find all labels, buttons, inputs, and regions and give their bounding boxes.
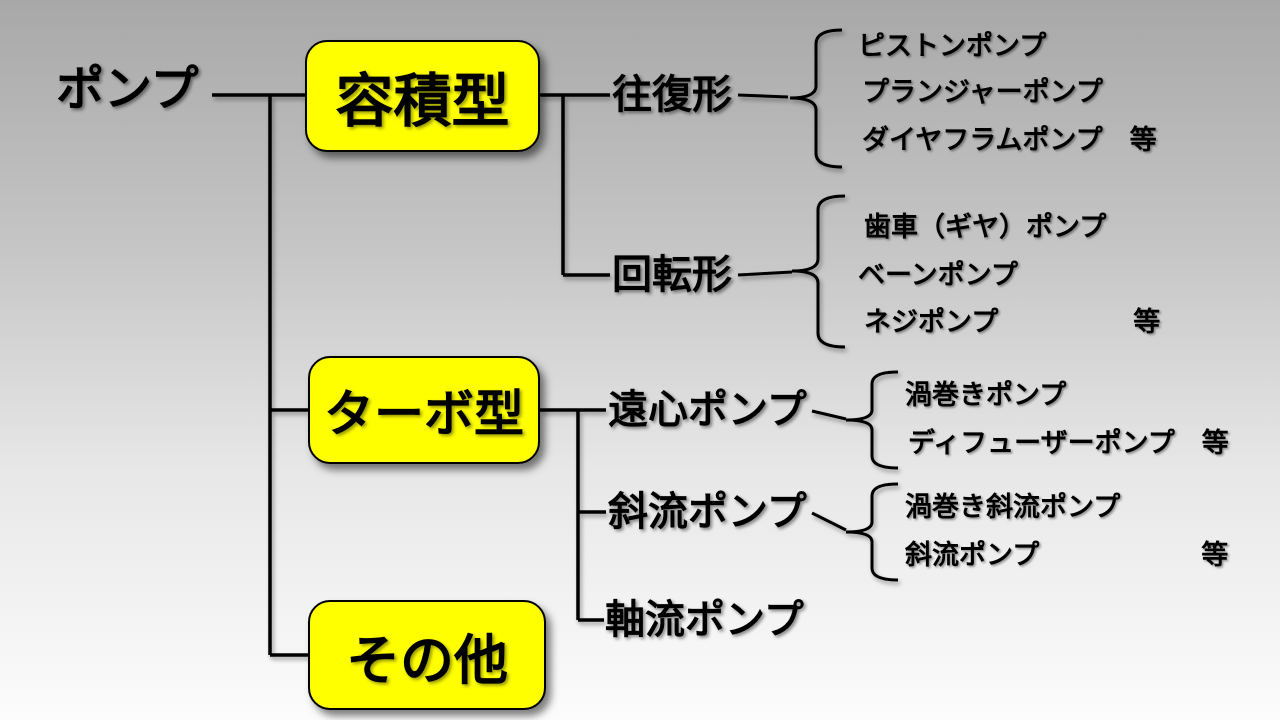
leaf-item-plunger-pump: プランジャーポンプ [862, 77, 1103, 108]
category-label-positive-displacement: 容積型 [335, 67, 510, 135]
leaf-item-diaphragm-pump: ダイヤフラムポンプ 等 [862, 125, 1157, 156]
category-box-positive-displacement: 容積型 [305, 40, 540, 152]
leaf-item-screw-pump: ネジポンプ 等 [864, 307, 1161, 338]
leaf-item-volute-pump: 渦巻きポンプ [905, 380, 1067, 411]
leaf-item-vane-pump: ベーンポンプ [858, 260, 1018, 291]
leaf-item-mixed-flow-pump: 斜流ポンプ 等 [905, 540, 1229, 571]
rotary-brace [791, 194, 846, 349]
centrifugal-brace-link [811, 409, 847, 421]
subtype-mixed-flow: 斜流ポンプ [608, 489, 807, 535]
category-label-other: その他 [346, 628, 508, 692]
mixed-flow-brace-link [811, 511, 847, 532]
leaf-item-gear-pump: 歯車（ギヤ）ポンプ [864, 212, 1107, 243]
category-label-turbo: ターボ型 [324, 385, 524, 443]
category-box-turbo: ターボ型 [308, 356, 540, 464]
leaf-item-volute-mixed-flow-pump: 渦巻き斜流ポンプ [905, 492, 1121, 523]
subtype-rotary: 回転形 [612, 252, 732, 298]
reciprocating-brace [789, 28, 843, 169]
mixed-flow-brace [845, 482, 899, 582]
subtype-centrifugal: 遠心ポンプ [608, 387, 807, 433]
reciprocating-brace-link [737, 93, 789, 99]
root-label: ポンプ [56, 61, 199, 117]
subtype-reciprocating: 往復形 [612, 72, 732, 118]
category-box-other: その他 [308, 600, 546, 710]
centrifugal-brace [845, 370, 899, 470]
subtype-axial-flow: 軸流ポンプ [605, 597, 804, 643]
rotary-brace-link [737, 270, 793, 277]
leaf-item-diffuser-pump: ディフューザーポンプ 等 [908, 428, 1229, 459]
leaf-item-piston-pump: ピストンポンプ [858, 31, 1047, 62]
